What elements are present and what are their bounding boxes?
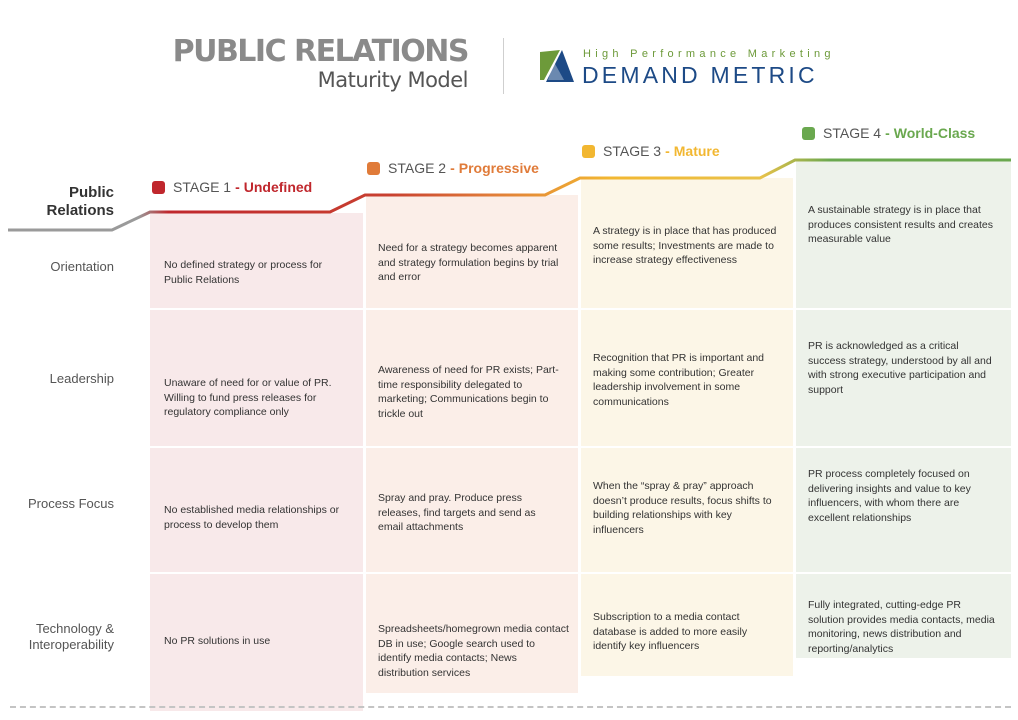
- bottom-dashed-divider: [10, 706, 1011, 708]
- cell-orientation-stage2: Need for a strategy becomes apparent and…: [378, 242, 559, 283]
- cell-leadership-stage3: Recognition that PR is important and mak…: [593, 352, 765, 408]
- cell-technology-stage3: Subscription to a media contact database…: [593, 611, 748, 652]
- row-label-technology: Technology & Interoperability: [28, 621, 114, 652]
- cell-technology-stage2: Spreadsheets/homegrown media contact DB …: [378, 623, 569, 679]
- page-title: PUBLIC RELATIONS: [172, 34, 470, 69]
- cell-process-stage1: No established media relationships or pr…: [164, 504, 340, 531]
- demand-metric-logo-icon: [540, 50, 574, 82]
- cell-process-stage3: When the “spray & pray” approach doesn’t…: [593, 480, 772, 536]
- stage2-marker-icon: [367, 161, 380, 175]
- stage4-column: [796, 160, 1011, 658]
- cell-process-stage4: PR process completely focused on deliver…: [808, 468, 971, 524]
- cell-orientation-stage4: A sustainable strategy is in place that …: [808, 204, 994, 245]
- row-divider: [150, 308, 1011, 310]
- row-label-process-focus: Process Focus: [28, 496, 114, 511]
- corner-label: Public Relations: [46, 184, 114, 219]
- cell-leadership-stage4: PR is acknowledged as a critical success…: [808, 340, 992, 396]
- row-label-leadership: Leadership: [49, 371, 114, 386]
- cell-orientation-stage3: A strategy is in place that has produced…: [593, 225, 777, 266]
- stage4-header: STAGE 4 - World-Class: [802, 125, 975, 141]
- header-divider: [503, 38, 504, 94]
- stage1-column: [150, 213, 363, 711]
- logo-name: DEMAND METRIC: [582, 62, 818, 88]
- logo-tagline: High Performance Marketing: [583, 48, 835, 60]
- stage2-column: [366, 195, 578, 693]
- stage2-header: STAGE 2 - Progressive: [367, 160, 539, 176]
- stage1-header: STAGE 1 - Undefined: [152, 179, 312, 195]
- stage4-marker-icon: [802, 126, 815, 140]
- stage3-marker-icon: [582, 144, 595, 158]
- row-label-orientation: Orientation: [50, 259, 114, 274]
- stage3-column: [581, 178, 793, 676]
- row-divider: [150, 446, 1011, 448]
- cell-process-stage2: Spray and pray. Produce press releases, …: [378, 492, 536, 533]
- cell-orientation-stage1: No defined strategy or process for Publi…: [164, 259, 323, 286]
- stage1-marker-icon: [152, 180, 165, 194]
- cell-leadership-stage1: Unaware of need for or value of PR. Will…: [164, 377, 332, 418]
- cell-leadership-stage2: Awareness of need for PR exists; Part-ti…: [378, 364, 559, 420]
- cell-technology-stage4: Fully integrated, cutting-edge PR soluti…: [808, 599, 995, 655]
- page-subtitle: Maturity Model: [317, 68, 469, 92]
- cell-technology-stage1: No PR solutions in use: [164, 635, 271, 647]
- stage3-header: STAGE 3 - Mature: [582, 143, 720, 159]
- row-divider: [150, 572, 1011, 574]
